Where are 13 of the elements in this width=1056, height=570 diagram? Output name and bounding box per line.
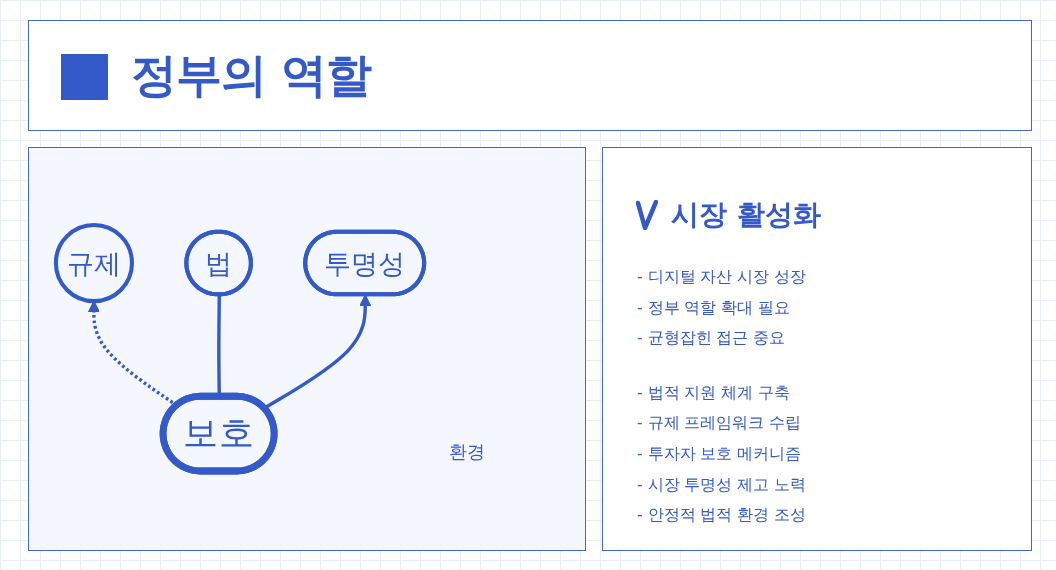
list-item: - 규제 프레임워크 수립	[637, 413, 803, 435]
list-item: - 시장 투명성 제고 노력	[637, 474, 807, 496]
title: 정부의 역할	[131, 47, 371, 104]
note-label: 환경	[449, 440, 485, 464]
list-item: - 법적 지원 체계 구축	[637, 382, 792, 404]
node-circle	[53, 222, 134, 304]
list-item: - 안정적 법적 환경 조성	[637, 505, 807, 527]
list-item: - 투자자 보호 메커니즘	[637, 443, 803, 465]
heading: 시장 활성화	[671, 197, 821, 233]
list-item: - 디지털 자산 시장 성장	[637, 267, 807, 288]
diagram-panel: 규제 법 보호 투명성 환경	[28, 147, 586, 551]
list-item: - 균형잡힌 접근 중요	[637, 328, 787, 350]
list-item: - 정부 역할 확대 필요	[637, 297, 792, 319]
